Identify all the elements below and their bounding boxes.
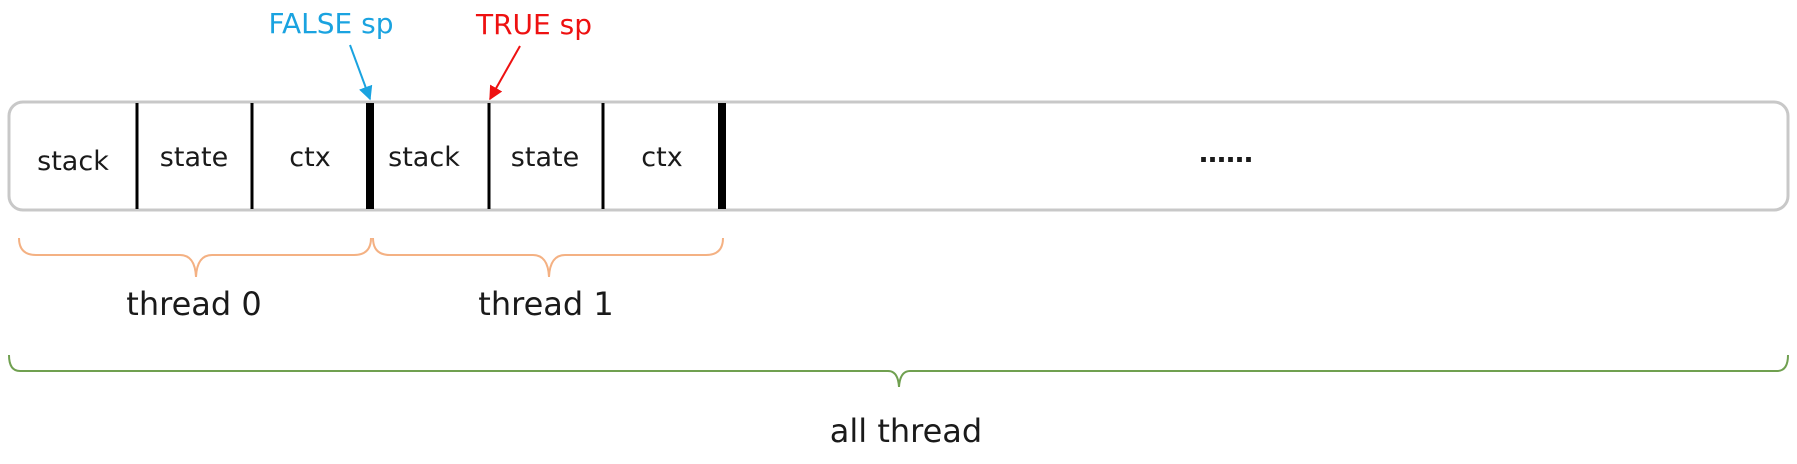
true-sp-label: TRUE sp <box>475 8 592 41</box>
true-sp-arrow <box>489 45 521 101</box>
memory-bar <box>7 100 1790 212</box>
thread0-brace <box>18 237 372 278</box>
thread1-brace <box>372 237 724 278</box>
all-thread-label: all thread <box>830 412 982 450</box>
thread1-state-cell: state <box>511 142 579 173</box>
all-thread-brace <box>8 354 1789 388</box>
false-sp-arrow <box>349 44 373 101</box>
thread1-label: thread 1 <box>478 285 613 323</box>
ellipsis-cell: …… <box>1199 138 1253 169</box>
thread1-stack-cell: stack <box>388 142 460 173</box>
thread0-ctx-cell: ctx <box>289 142 330 173</box>
thread1-ctx-cell: ctx <box>641 142 682 173</box>
thread0-label: thread 0 <box>126 285 261 323</box>
thread0-state-cell: state <box>160 142 228 173</box>
thread0-stack-cell: stack <box>37 146 109 177</box>
false-sp-label: FALSE sp <box>268 7 393 40</box>
